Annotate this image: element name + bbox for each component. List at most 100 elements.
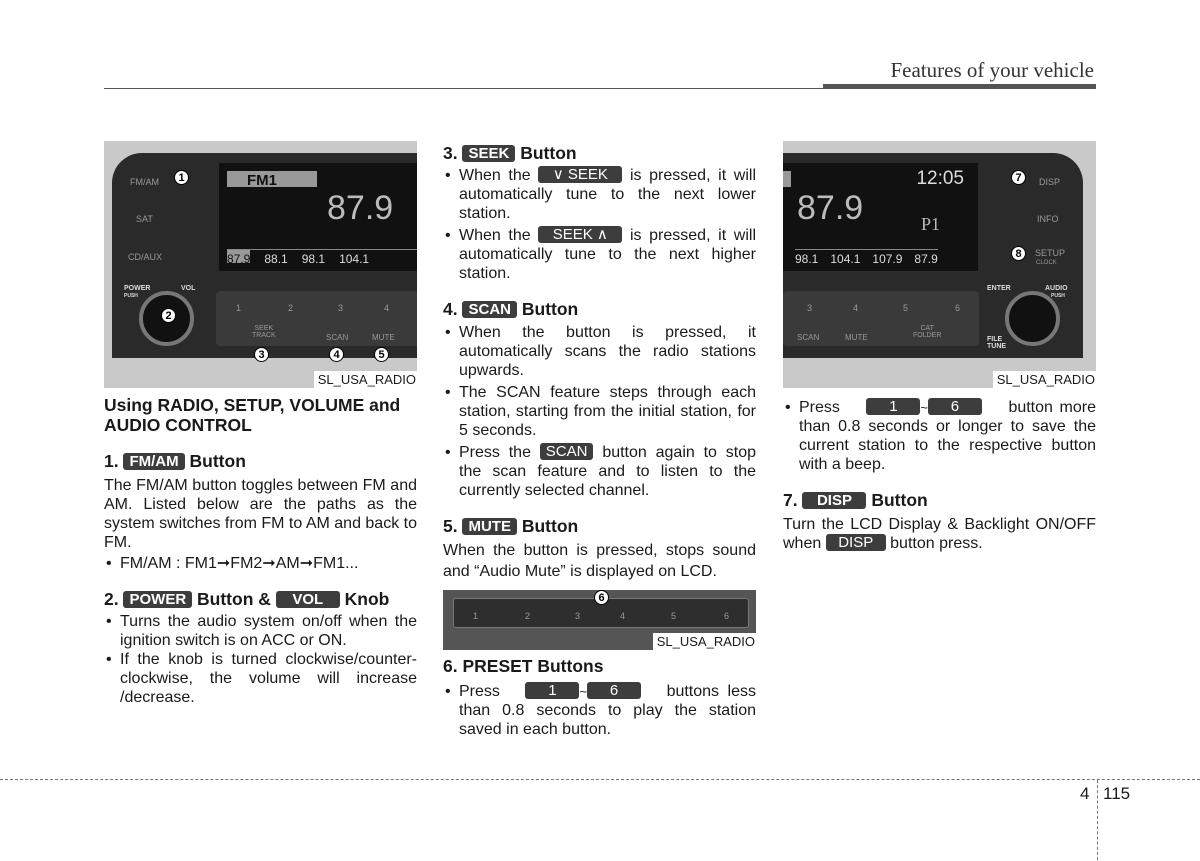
figure-caption: SL_USA_RADIO [652, 633, 756, 650]
text: When the [459, 227, 531, 244]
text: ~ [920, 400, 928, 415]
button-badge: 6 [927, 398, 982, 415]
text: 4 [384, 303, 390, 313]
button-badge: DISP [825, 534, 886, 551]
text: Button [521, 516, 579, 536]
seek-up-badge: SEEK ∧ [538, 226, 623, 243]
text: Turns the audio system on/off when the i… [104, 612, 417, 707]
seek-badge: SEEK [462, 145, 516, 162]
marker-5: 5 [374, 347, 389, 362]
page-header-title: Features of your vehicle [890, 58, 1094, 82]
fm-am-badge: FM/AM [123, 453, 185, 470]
text [783, 474, 1096, 490]
disp-badge: DISP [802, 492, 867, 509]
text: FOLDER [913, 332, 942, 339]
fm-am-description: The FM/AM button toggles between FM and … [104, 477, 417, 551]
text [104, 388, 417, 395]
text: AUDIO [1045, 285, 1068, 292]
marker-2: 2 [161, 308, 176, 323]
text: Button [521, 299, 579, 319]
text: Press [799, 399, 840, 416]
figure-caption: SL_USA_RADIO [313, 371, 417, 388]
scan-badge: SCAN [462, 301, 517, 318]
text: 3 [575, 611, 581, 621]
text: Button [520, 143, 577, 163]
text: Press 1~6 buttons less than 0.8 seconds … [443, 682, 756, 739]
text: 87.9 [797, 189, 864, 227]
text: 6 [724, 611, 730, 621]
section-7-heading: 7. DISP Button [783, 490, 1096, 510]
section-6-heading: 6. PRESET Buttons [443, 656, 604, 676]
text: 5 [671, 611, 677, 621]
scan-bullet-2: The SCAN feature steps through each stat… [443, 383, 756, 440]
text: VOL [181, 285, 196, 292]
section-1-heading: 1. FM/AM Button [104, 451, 417, 471]
text: 87.9 [227, 250, 251, 266]
page-number: 115 [1103, 784, 1131, 803]
text: 88.1 [264, 252, 288, 266]
power-badge: POWER [123, 591, 193, 608]
text: SCAN [797, 333, 820, 342]
text: When the ∨ SEEK is pressed, it will auto… [443, 166, 756, 283]
marker-7: 7 [1011, 170, 1026, 185]
text: Button [871, 490, 928, 510]
text: 7. [783, 490, 798, 510]
text: 1. [104, 451, 119, 471]
text: FM1 [227, 171, 317, 189]
text: 3. [443, 143, 458, 163]
text: FM/AM : FM1➞FM2➞AM➞FM1... [104, 554, 417, 573]
text: 107.9 [872, 252, 903, 266]
text: button again to stop the scan feature an… [459, 444, 756, 499]
text: FM/AM [130, 177, 159, 187]
seek-down-bullet: When the ∨ SEEK is pressed, it will auto… [443, 166, 756, 223]
text: POWER [124, 285, 151, 292]
marker-8: 8 [1011, 246, 1026, 261]
text: ~ [579, 684, 588, 699]
text: is pressed, it will automatically tune t… [459, 167, 756, 222]
audio-knob[interactable] [1005, 291, 1060, 346]
text: Press 1~6 button more than 0.8 seconds o… [783, 398, 1096, 474]
text: CLOCK [1036, 260, 1057, 266]
footer-vertical-divider [1097, 780, 1098, 860]
section-4-heading: 4. SCAN Button [443, 299, 756, 319]
text: DISP [1039, 177, 1061, 187]
marker-4: 4 [329, 347, 344, 362]
fm-am-path: FM/AM : FM1➞FM2➞AM➞FM1... [104, 554, 417, 573]
text: 2 [525, 611, 531, 621]
section-5-heading: 5. MUTE Button [443, 516, 756, 536]
chapter-number: 4 [1080, 784, 1090, 803]
text: Press the [459, 444, 531, 461]
text: is pressed, it will automatically tune t… [459, 227, 756, 282]
preset-figure: 1 2 3 4 5 6 6 SL_USA_RADIO [443, 590, 756, 650]
seek-down-badge: ∨ SEEK [538, 166, 623, 183]
text: button press. [890, 535, 983, 552]
text: MUTE [845, 333, 868, 342]
mute-badge: MUTE [462, 518, 517, 535]
mute-description: When the button is pressed, stops sound … [443, 542, 756, 580]
footer-divider [0, 779, 1200, 780]
button-badge: 6 [587, 682, 642, 699]
text [104, 573, 417, 589]
preset-bullet: Press 1~6 buttons less than 0.8 seconds … [443, 682, 756, 739]
column-2: 3. SEEK Button When the ∨ SEEK is presse… [443, 143, 756, 739]
text: CAT [920, 325, 934, 332]
text: 6 [955, 303, 961, 313]
text: 12:05 [916, 168, 964, 189]
text: P1 [921, 214, 941, 234]
text: When the button is pressed, it automatic… [443, 323, 756, 500]
vol-badge: VOL [275, 591, 340, 608]
text: SEEK [254, 325, 274, 332]
text: 2 [288, 303, 294, 313]
text: 98.1 [301, 252, 326, 266]
text: Turn the LCD Display & Backlight ON/OFF … [783, 516, 1096, 552]
text: When the [459, 167, 531, 184]
vol-bullet: If the knob is turned clockwise/counter-… [104, 650, 417, 707]
